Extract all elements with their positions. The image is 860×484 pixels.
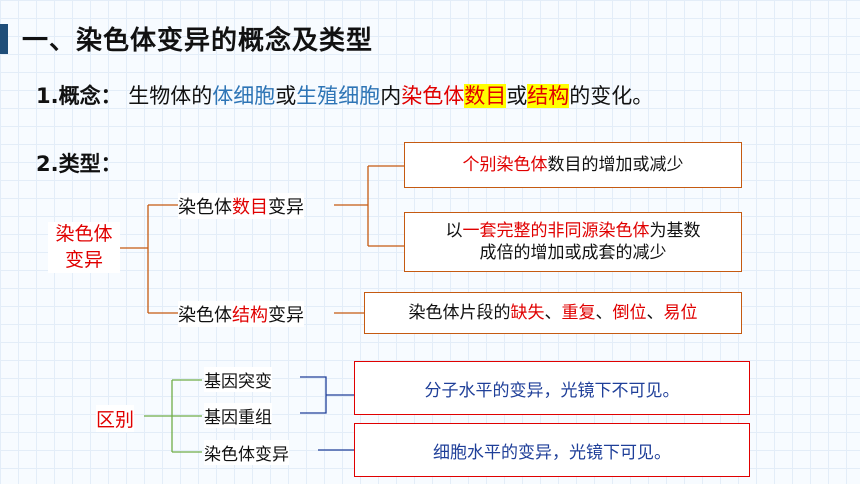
chromosome-variation-item: 染色体变异	[204, 440, 289, 465]
separator: 、	[595, 302, 613, 323]
concept-text: 的变化。	[569, 84, 654, 108]
node-text: 变异	[268, 197, 304, 218]
separator: 、	[544, 302, 562, 323]
box-text: 染色体片段的	[408, 302, 511, 323]
concept-structure: 结构	[527, 84, 570, 108]
separator: 、	[646, 302, 664, 323]
box-keyword: 个别染色体	[462, 154, 548, 175]
node-text: 染色体	[178, 197, 232, 218]
root-line-1: 染色体	[55, 223, 113, 245]
root-node-chromosome-variation: 染色体 变异	[48, 222, 120, 274]
box-text: 数目的增加或减少	[547, 154, 684, 175]
concept-text: 内	[380, 84, 402, 108]
number-variation-node: 染色体数目变异	[178, 193, 304, 219]
gene-mutation-item: 基因突变	[204, 367, 272, 392]
gene-recombination-item: 基因重组	[204, 403, 272, 428]
box-line-2: 成倍的增加或成套的减少	[479, 243, 667, 263]
cellular-level-box: 细胞水平的变异，光镜下可见。	[354, 423, 750, 477]
structure-types-box: 染色体片段的缺失、重复、倒位、易位	[364, 292, 742, 334]
concept-label: 1.概念：	[36, 84, 122, 108]
set-number-box: 以一套完整的非同源染色体为基数 成倍的增加或成套的减少	[404, 212, 742, 272]
keyword-translocation: 易位	[663, 302, 698, 323]
concept-text: 或	[506, 84, 528, 108]
box-keyword: 一套完整的非同源染色体	[462, 220, 650, 241]
structure-variation-node: 染色体结构变异	[178, 301, 304, 327]
molecular-level-box: 分子水平的变异，光镜下不可见。	[354, 361, 750, 415]
keyword-duplication: 重复	[561, 302, 596, 323]
keyword-deletion: 缺失	[510, 302, 545, 323]
difference-label: 区别	[96, 405, 135, 432]
page-title: 一、染色体变异的概念及类型	[22, 26, 374, 56]
node-text: 染色体	[178, 305, 232, 326]
individual-number-box: 个别染色体数目的增加或减少	[404, 142, 742, 188]
node-text: 变异	[268, 305, 304, 326]
concept-line: 1.概念： 生物体的体细胞或生殖细胞内染色体数目或结构的变化。	[36, 80, 653, 110]
concept-chromosome: 染色体	[401, 84, 465, 108]
node-keyword-number: 数目	[232, 197, 268, 218]
title-accent-bar	[0, 24, 8, 54]
node-keyword-structure: 结构	[232, 305, 268, 326]
concept-number: 数目	[464, 84, 507, 108]
keyword-inversion: 倒位	[612, 302, 647, 323]
root-line-2: 变异	[64, 248, 103, 271]
concept-germ: 生殖细胞	[296, 84, 381, 108]
concept-text: 生物体的	[128, 84, 213, 108]
box-text: 以	[445, 220, 463, 241]
concept-text: 或	[275, 84, 297, 108]
types-label: 2.类型：	[36, 152, 122, 176]
concept-somatic: 体细胞	[212, 84, 276, 108]
box-text: 为基数	[649, 220, 701, 241]
box-line-1: 以一套完整的非同源染色体为基数	[446, 220, 701, 242]
